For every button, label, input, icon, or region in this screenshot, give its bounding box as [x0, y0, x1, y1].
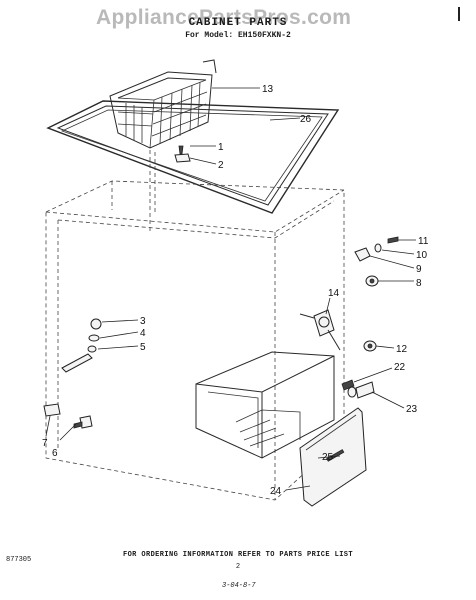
callout-7: 7 — [42, 438, 48, 449]
callout-10: 10 — [416, 250, 428, 261]
callout-12: 12 — [396, 344, 408, 355]
document-number: 877305 — [6, 556, 32, 564]
callout-23: 23 — [406, 404, 418, 415]
wire-basket — [109, 59, 217, 149]
callout-labels: 13 26 1 2 11 10 9 8 14 3 4 5 12 22 23 7 … — [42, 84, 429, 497]
hinge-parts-right — [354, 236, 399, 352]
ordering-note: FOR ORDERING INFORMATION REFER TO PARTS … — [122, 551, 354, 559]
callout-11: 11 — [418, 236, 429, 247]
latch-parts — [174, 145, 191, 163]
handwritten-stamp: 3-04-8-7 — [222, 582, 256, 590]
compressor-compartment — [195, 351, 335, 459]
callout-5: 5 — [140, 342, 146, 353]
page-number: 2 — [235, 563, 241, 571]
callout-13: 13 — [262, 84, 274, 95]
diagram-title: CABINET PARTS — [188, 17, 288, 29]
callout-6: 6 — [52, 448, 58, 459]
drain-parts-left — [61, 318, 102, 373]
callout-14: 14 — [328, 288, 340, 299]
thermostat-control — [299, 309, 341, 351]
margin-mark — [458, 7, 460, 21]
foot-parts — [43, 403, 93, 429]
callout-24: 24 — [270, 486, 282, 497]
model-line: For Model: EH150FXKN-2 — [185, 31, 291, 40]
callout-4: 4 — [140, 328, 146, 339]
callout-8: 8 — [416, 278, 422, 289]
callout-9: 9 — [416, 264, 422, 275]
callout-22: 22 — [394, 362, 406, 373]
rear-fittings — [341, 379, 375, 399]
callout-3: 3 — [140, 316, 146, 327]
watermark: AppliancePartsPros.com — [96, 6, 352, 29]
callout-1: 1 — [218, 142, 224, 153]
lid-gasket-frame — [46, 100, 340, 214]
callout-2: 2 — [218, 160, 224, 171]
leader-lines — [45, 87, 416, 491]
callout-25: 25 — [322, 452, 334, 463]
callout-26: 26 — [300, 114, 312, 125]
